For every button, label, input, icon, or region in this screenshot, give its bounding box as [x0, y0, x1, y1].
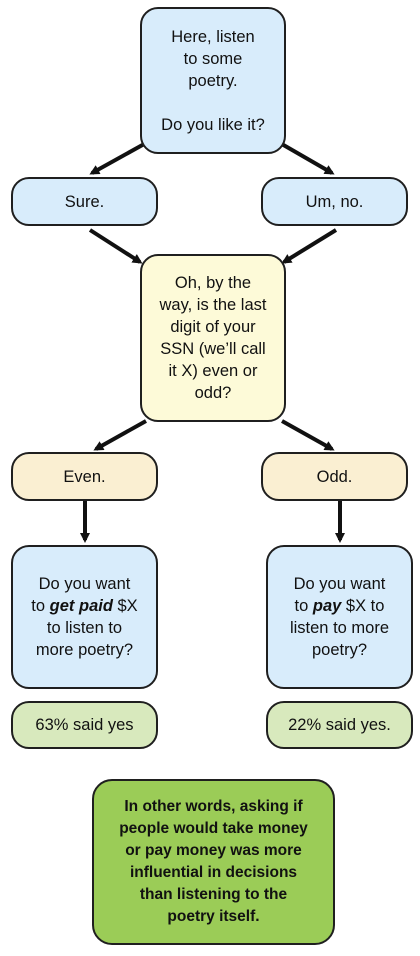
pay-question-text: Do you want to pay $X to listen to more … [290, 573, 389, 661]
sure-box: Sure. [11, 177, 158, 226]
even-text: Even. [63, 467, 106, 486]
ssn-question-box: Oh, by the way, is the last digit of you… [140, 254, 286, 422]
even-result-box: 63% said yes [11, 701, 158, 749]
odd-box: Odd. [261, 452, 408, 501]
arrow-um-no-to-ssn [281, 228, 338, 264]
poetry-question-box: Here, listen to some poetry. Do you like… [140, 7, 286, 154]
get-paid-question-box: Do you want to get paid $X to listen to … [11, 545, 158, 689]
odd-result-text: 22% said yes. [288, 716, 391, 734]
ssn-question-text: Oh, by the way, is the last digit of you… [159, 274, 267, 402]
get-paid-emphasis: get paid [49, 597, 113, 615]
um-no-text: Um, no. [305, 192, 364, 211]
arrow-ssn-to-even [93, 419, 147, 451]
arrow-poetry-to-um-no [279, 141, 335, 175]
get-paid-text-after: $X to listen to more poetry? [35, 597, 138, 659]
odd-result-box: 22% said yes. [266, 701, 413, 749]
odd-text: Odd. [316, 467, 353, 486]
get-paid-question-text: Do you want to get paid $X to listen to … [31, 573, 137, 661]
pay-text-after: $X to listen to more poetry? [289, 597, 390, 659]
even-result-text: 63% said yes [35, 716, 134, 734]
arrow-sure-to-ssn [88, 228, 143, 264]
pay-emphasis: pay [312, 597, 342, 615]
even-box: Even. [11, 452, 158, 501]
sure-text: Sure. [64, 192, 105, 211]
get-paid-text-before: Do you want to [31, 575, 131, 615]
pay-text-before: Do you want to [293, 575, 386, 615]
arrow-ssn-to-odd [281, 419, 335, 451]
conclusion-box: In other words, asking if people would t… [92, 779, 335, 945]
pay-question-box: Do you want to pay $X to listen to more … [266, 545, 413, 689]
poetry-question-text: Here, listen to some poetry. Do you like… [161, 27, 265, 134]
um-no-box: Um, no. [261, 177, 408, 226]
conclusion-text: In other words, asking if people would t… [119, 798, 308, 925]
arrow-poetry-to-sure [89, 141, 147, 175]
